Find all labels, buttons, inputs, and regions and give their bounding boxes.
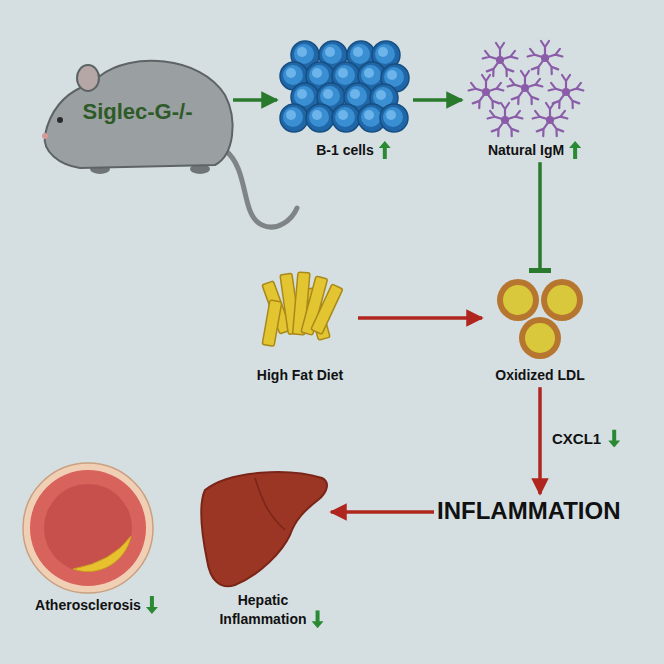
decrease-arrow xyxy=(608,430,620,448)
igm-antibodies xyxy=(469,41,584,136)
artery-node: Atherosclerosis xyxy=(18,460,158,614)
mouse-figure xyxy=(225,150,297,227)
artery-section xyxy=(30,470,146,586)
liver-figure xyxy=(201,472,327,586)
label-wrap: Atherosclerosis xyxy=(18,595,158,614)
ldl-particles xyxy=(547,285,577,315)
artery-section xyxy=(23,463,153,593)
b1-cell-cluster xyxy=(380,104,408,132)
node-label: INFLAMMATION xyxy=(437,497,621,524)
fries-icon xyxy=(311,284,343,334)
node-label: Hepatic Inflammation xyxy=(219,592,306,627)
node-label: B-1 cells xyxy=(316,142,374,158)
label-wrap: Siglec-G-/- xyxy=(82,99,192,125)
arrow-connector xyxy=(358,316,482,320)
ldl-particles xyxy=(525,323,555,353)
increase-arrow xyxy=(379,141,391,159)
label-wrap: Hepatic Inflammation xyxy=(198,590,328,628)
artery-section xyxy=(44,484,132,572)
ldl-particles xyxy=(503,285,533,315)
b1-cell-cluster xyxy=(306,104,334,132)
ldl-node: Oxidized LDL xyxy=(485,275,595,384)
fries-icon xyxy=(262,300,282,346)
label-wrap: Natural IgM xyxy=(465,140,587,159)
ldl-particles xyxy=(519,317,561,359)
ldl-particles xyxy=(497,279,539,321)
label-wrap: B-1 cells xyxy=(280,140,410,159)
mouse-figure xyxy=(42,61,297,227)
mouse-figure xyxy=(45,61,233,168)
inflammation-node: INFLAMMATION xyxy=(437,497,621,526)
liver-node: Hepatic Inflammation xyxy=(198,465,328,628)
ldl-particles xyxy=(497,279,583,359)
cell-node: B-1 cells xyxy=(280,40,410,159)
figure-space xyxy=(18,460,158,595)
edge-label: CXCL1 xyxy=(550,430,603,447)
igm-antibodies xyxy=(469,75,504,108)
figure-space xyxy=(198,465,328,590)
igm-antibodies xyxy=(488,103,523,136)
inhibition-connector xyxy=(538,162,542,272)
mouse-figure xyxy=(57,117,63,123)
b1-cell-cluster xyxy=(332,104,360,132)
node-label: Natural IgM xyxy=(488,142,564,158)
node-label: Siglec-G-/- xyxy=(82,99,192,124)
label-wrap: High Fat Diet xyxy=(245,365,355,384)
figure-space xyxy=(280,40,410,140)
node-label: High Fat Diet xyxy=(257,367,343,383)
decrease-arrow xyxy=(146,596,158,614)
fries-icon xyxy=(262,272,343,346)
antibody-node: Natural IgM xyxy=(465,40,587,159)
arrow-connector xyxy=(331,510,434,514)
label-wrap: Oxidized LDL xyxy=(485,365,595,384)
igm-antibodies xyxy=(483,43,518,76)
mouse-figure xyxy=(42,133,48,139)
ldl-particles xyxy=(541,279,583,321)
igm-antibodies xyxy=(508,71,543,104)
diet-node: High Fat Diet xyxy=(245,265,355,384)
figure-space xyxy=(485,275,595,365)
liver-figure xyxy=(255,478,285,530)
figure-space xyxy=(245,265,355,365)
liver-figure xyxy=(201,472,327,586)
igm-antibodies xyxy=(528,41,563,74)
node-label: Oxidized LDL xyxy=(495,367,584,383)
b1-cell-cluster xyxy=(280,104,308,132)
decrease-arrow xyxy=(312,610,324,628)
artery-section xyxy=(23,463,153,593)
igm-antibodies xyxy=(533,103,568,136)
label-wrap: INFLAMMATION xyxy=(437,497,621,526)
increase-arrow xyxy=(569,141,581,159)
mouse-node: Siglec-G-/- xyxy=(45,62,230,162)
b1-cell-cluster xyxy=(280,41,409,132)
arrow-connector xyxy=(233,98,277,102)
mouse-figure xyxy=(77,65,99,91)
figure-space xyxy=(465,40,587,140)
node-label: Atherosclerosis xyxy=(35,597,141,613)
arrow-connector xyxy=(538,387,542,494)
arrow-connector xyxy=(413,98,462,102)
artery-section xyxy=(73,536,131,572)
